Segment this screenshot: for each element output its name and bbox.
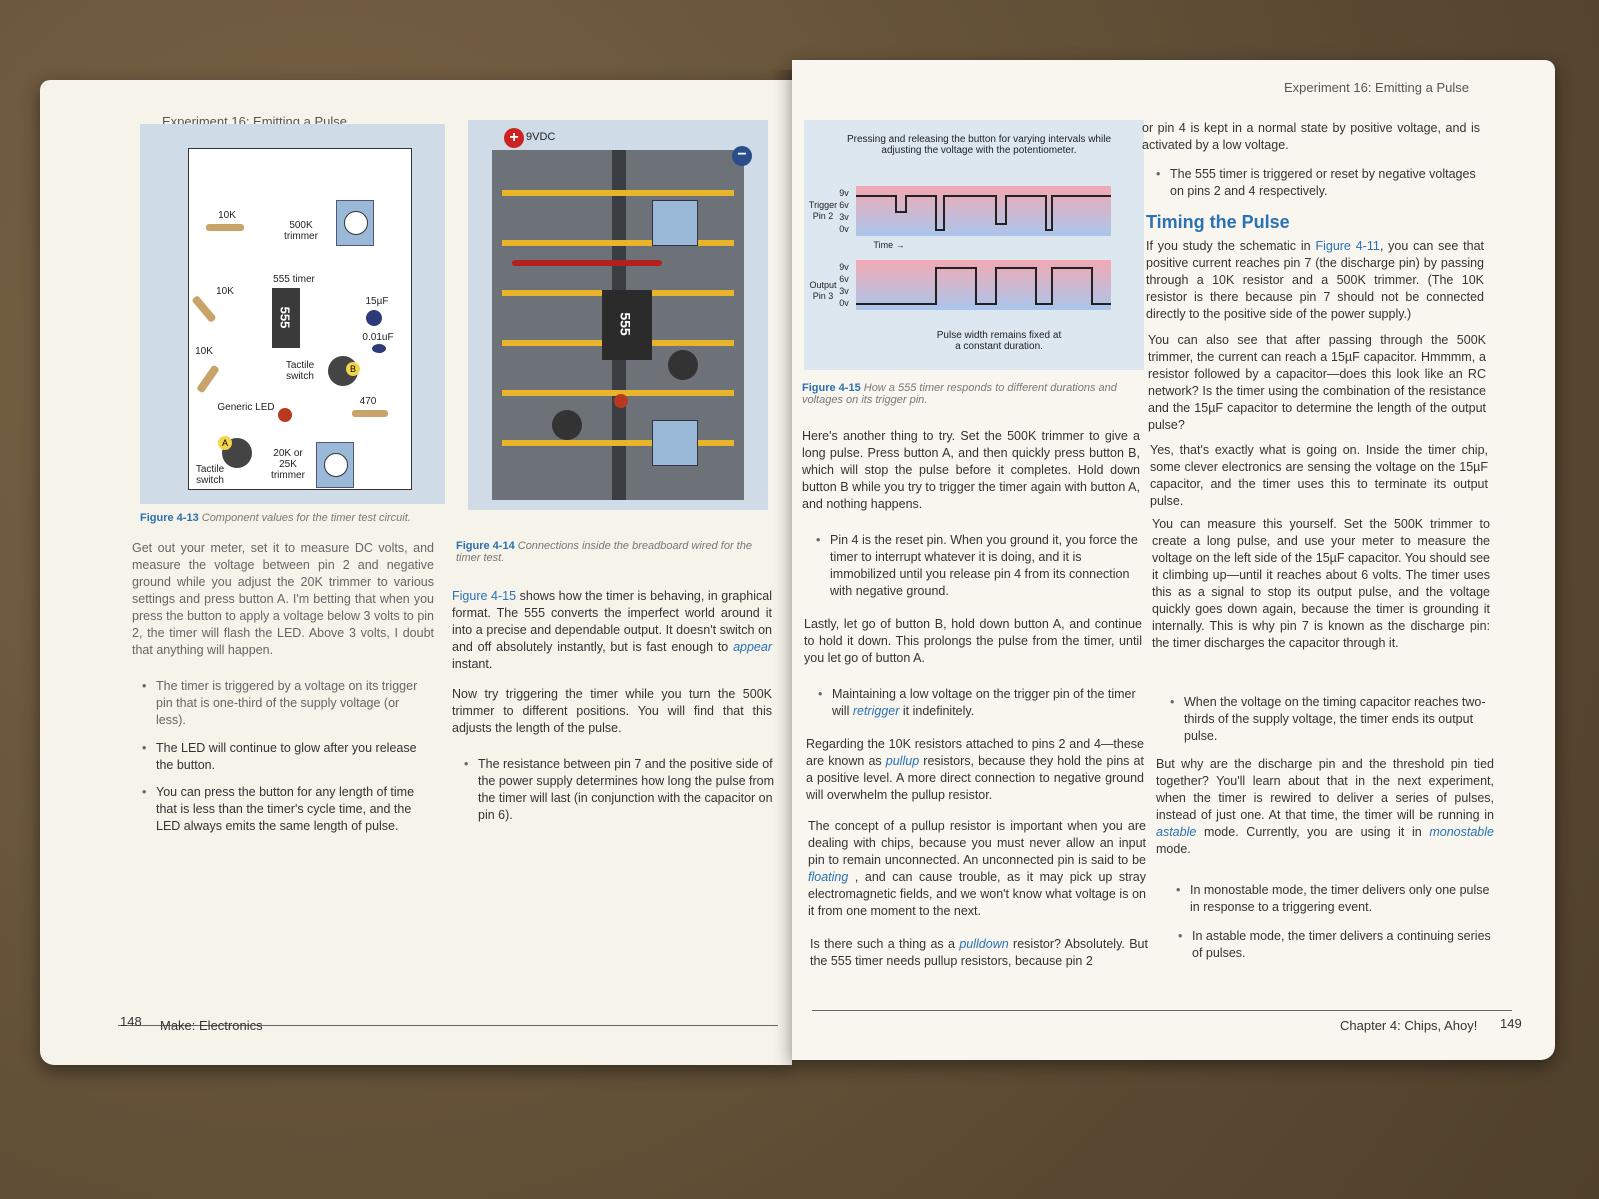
label-470: 470 [359, 396, 377, 407]
figure-4-15-caption: Figure 4-15 How a 555 timer responds to … [802, 382, 1117, 406]
label-10k-top: 10K [218, 210, 236, 221]
label-10k-low: 10K [195, 346, 213, 357]
r-col2-bullet-1: When the voltage on the timing capacitor… [1170, 694, 1496, 745]
label-500k-trimmer: 500K trimmer [284, 220, 318, 242]
right-page-number: 149 [1500, 1016, 1522, 1031]
capacitor-15uf-icon [366, 310, 382, 326]
resistor-10k-top-icon [206, 224, 244, 231]
figure-4-14: 555 + 9VDC − [468, 120, 768, 510]
label-15uf: 15µF [365, 296, 389, 307]
section-heading-timing-the-pulse: Timing the Pulse [1146, 212, 1290, 232]
label-tactile-switch-b: Tactile switch [285, 360, 315, 382]
r-col2-paragraph-4: You can measure this yourself. Set the 5… [1152, 517, 1490, 650]
figure-4-15: Pressing and releasing the button for va… [804, 120, 1144, 370]
r-col1-paragraph-1: Here's another thing to try. Set the 500… [802, 429, 1140, 511]
right-running-head: Experiment 16: Emitting a Pulse [1284, 80, 1469, 95]
output-waveform-band [856, 260, 1111, 310]
label-10k-mid: 10K [216, 286, 234, 297]
board-led-icon [614, 394, 628, 408]
trigger-axis-label: Trigger Pin 2 [808, 200, 838, 221]
trimmer-20k-icon [316, 442, 354, 488]
label-001uf: 0.01uF [362, 332, 394, 343]
board-trimmer-top-icon [652, 200, 698, 246]
r-col1-paragraph-3: Regarding the 10K resistors attached to … [806, 737, 1144, 802]
col1-bullet-2: The LED will continue to glow after you … [142, 740, 428, 774]
r-col2-bullet-0: The 555 timer is triggered or reset by n… [1156, 166, 1480, 200]
trigger-tick-6v: 6v [839, 200, 849, 210]
trimmer-500k-icon [336, 200, 374, 246]
board-switch-b-icon [668, 350, 698, 380]
capacitor-001uf-icon [372, 344, 386, 353]
label-tactile-switch-a: Tactile switch [195, 464, 225, 486]
left-footer-title: Make: Electronics [160, 1018, 263, 1033]
r-col2-paragraph-0: or pin 4 is kept in a normal state by po… [1142, 121, 1480, 152]
r-col2-paragraph-3: Yes, that's exactly what is going on. In… [1150, 443, 1488, 508]
r-col1-bullet-1: Pin 4 is the reset pin. When you ground … [816, 532, 1146, 600]
pulse-width-note: Pulse width remains fixed at a constant … [936, 330, 1062, 352]
r-col2-paragraph-2: You can also see that after passing thro… [1148, 333, 1486, 432]
r-col2-bullet-2: In monostable mode, the timer delivers o… [1176, 882, 1500, 916]
plus-terminal-icon: + [504, 128, 524, 148]
figure-4-14-caption: Figure 4-14 Connections inside the bread… [456, 540, 752, 564]
left-page: Experiment 16: Emitting a Pulse 10K 500K… [40, 80, 792, 1065]
label-555-timer: 555 timer [273, 274, 315, 285]
trigger-tick-9v: 9v [839, 188, 849, 198]
output-tick-0v: 0v [839, 298, 849, 308]
col1-bullet-3: You can press the button for any length … [142, 784, 428, 835]
left-footer-rule [118, 1025, 778, 1026]
board-chip-555-icon: 555 [602, 290, 652, 360]
trigger-tick-3v: 3v [839, 212, 849, 222]
label-20k-trimmer: 20K or 25K trimmer [271, 448, 305, 481]
right-page: Experiment 16: Emitting a Pulse Pressing… [792, 60, 1555, 1060]
r-col1-bullet-2: Maintaining a low voltage on the trigger… [818, 686, 1148, 720]
output-tick-9v: 9v [839, 262, 849, 272]
col1-paragraph: Get out your meter, set it to measure DC… [132, 541, 434, 657]
col2-paragraph-1: Figure 4-15 shows how the timer is behav… [452, 589, 772, 671]
led-icon [278, 408, 292, 422]
r-col2-paragraph-5: But why are the discharge pin and the th… [1156, 757, 1494, 856]
board-trimmer-bottom-icon [652, 420, 698, 466]
r-col1-paragraph-5: Is there such a thing as a pulldown resi… [810, 937, 1148, 968]
output-waveform [856, 267, 1111, 305]
right-footer-chapter: Chapter 4: Chips, Ahoy! [1340, 1018, 1478, 1033]
board-switch-a-icon [552, 410, 582, 440]
col1-bullet-1: The timer is triggered by a voltage on i… [142, 678, 428, 729]
figure-4-13-caption: Figure 4-13 Component values for the tim… [140, 512, 411, 524]
tactile-switch-b-icon: B [328, 356, 360, 386]
output-tick-3v: 3v [839, 286, 849, 296]
chip-555-icon: 555 [272, 288, 300, 348]
breadcrumb-board: 555 [492, 150, 744, 500]
figure-4-13: 10K 500K trimmer 10K 555 timer 555 15µF … [140, 124, 445, 504]
tactile-switch-a-icon: A [218, 436, 252, 468]
figure-4-15-link[interactable]: Figure 4-15 [452, 589, 517, 603]
right-footer-rule [812, 1010, 1512, 1011]
fig15-top-caption: Pressing and releasing the button for va… [846, 134, 1112, 156]
trigger-tick-0v: 0v [839, 224, 849, 234]
label-9vdc: 9VDC [526, 131, 556, 143]
left-page-number: 148 [120, 1014, 142, 1029]
output-tick-6v: 6v [839, 274, 849, 284]
figure-4-11-link[interactable]: Figure 4-11 [1315, 239, 1380, 253]
r-col2-bullet-3: In astable mode, the timer delivers a co… [1178, 928, 1502, 962]
r-col1-paragraph-2: Lastly, let go of button B, hold down bu… [804, 617, 1142, 665]
time-label: Time → [873, 240, 905, 250]
trigger-waveform-band [856, 186, 1111, 236]
col2-paragraph-2: Now try triggering the timer while you t… [452, 687, 772, 735]
r-col1-paragraph-4: The concept of a pullup resistor is impo… [808, 819, 1147, 918]
minus-terminal-icon: − [732, 146, 752, 166]
label-generic-led: Generic LED [217, 402, 275, 413]
trigger-waveform [856, 195, 1111, 231]
resistor-470-icon [352, 410, 388, 417]
col2-bullet: The resistance between pin 7 and the pos… [464, 756, 776, 824]
output-axis-label: Output Pin 3 [809, 280, 837, 301]
r-col2-paragraph-1: If you study the schematic in Figure 4-1… [1146, 239, 1484, 321]
